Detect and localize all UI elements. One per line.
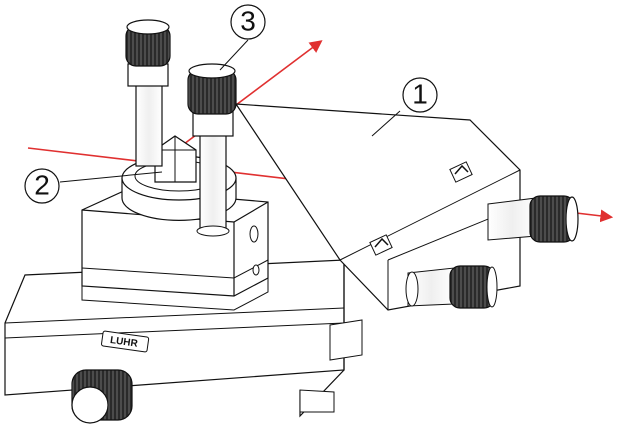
callout-2: 2	[24, 168, 60, 204]
clamp-post-left	[125, 19, 171, 167]
adjust-screw-upper	[487, 195, 579, 243]
scale-marker-top	[449, 161, 473, 183]
leader-lines	[59, 39, 401, 183]
base-rail: LUHR	[4, 259, 363, 418]
adjust-screw-lower	[405, 265, 498, 309]
callout-3-label: 3	[240, 5, 256, 36]
callout-1: 1	[402, 77, 438, 113]
logo-text: LUHR	[109, 335, 139, 350]
luhr-logo-badge	[101, 330, 150, 353]
clamp-post-right	[187, 63, 237, 237]
leader-line-3	[219, 39, 249, 71]
scale-marker-bottom	[369, 234, 393, 256]
callout-1-label: 1	[412, 78, 428, 109]
prism	[154, 135, 197, 183]
callout-2-label: 2	[34, 169, 50, 200]
front-knob	[71, 369, 133, 424]
leader-line-1	[371, 110, 401, 137]
callout-3: 3	[230, 4, 266, 40]
leader-line-2	[59, 171, 163, 183]
